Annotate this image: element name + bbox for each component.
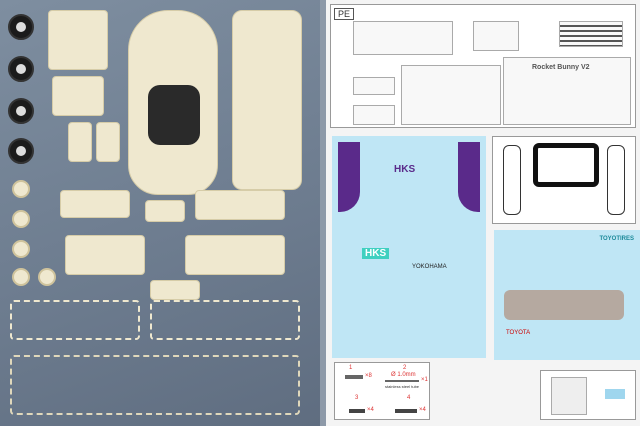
seat-part [48, 10, 108, 70]
hks-logo: HKS [362, 248, 390, 259]
windshield-opening [148, 85, 200, 145]
item-qty: ×4 [367, 407, 374, 413]
fender-part [65, 235, 145, 275]
item-number: 2 [403, 365, 407, 371]
resin-parts-photo [0, 0, 320, 426]
item-qty: ×8 [365, 373, 372, 379]
pe-sheet-panel: PE Rocket Bunny V2 [330, 4, 636, 128]
screw-icon [345, 375, 363, 379]
item-number: 1 [349, 365, 353, 371]
brand-plate: Rocket Bunny V2 [532, 64, 590, 71]
small-parts-row [10, 300, 140, 340]
interior-part [52, 76, 104, 116]
toyotires-logo: TOYOTIRES [599, 236, 634, 242]
bumper-part [195, 190, 285, 220]
main-decal-sheet: HKS HKS YOKOHAMA [332, 136, 486, 358]
pe-label: PE [334, 8, 355, 20]
small-parts-row [150, 300, 300, 340]
side-window-mask [607, 145, 625, 215]
wheel-rim [12, 268, 30, 286]
tube-icon [385, 380, 419, 382]
wheel-rim [12, 240, 30, 258]
yokohama-logo: YOKOHAMA [412, 264, 447, 270]
tube-desc: stainless steel tube [385, 384, 420, 389]
tube-spec: Ø 1.0mm [391, 372, 416, 378]
decal-graphic [458, 142, 480, 212]
decal-graphic [338, 142, 360, 212]
emblem-sheet [551, 377, 587, 415]
seat-part [68, 122, 92, 162]
fender-part [185, 235, 285, 275]
seat-part [96, 122, 120, 162]
toyota-logo: TOYOTA [506, 330, 531, 336]
tire [8, 14, 34, 40]
secondary-decal-sheet: TOYOTIRES TOYOTA [494, 230, 640, 360]
pe-fret [353, 77, 395, 95]
pe-fret [353, 21, 453, 55]
windows-sheet [492, 136, 636, 224]
bumper-part [60, 190, 130, 218]
tire [8, 138, 34, 164]
wheel-rim [38, 268, 56, 286]
kit-contents-sheet: PE Rocket Bunny V2 HKS HKS YOKOHAMA TOYO… [320, 0, 640, 426]
wing-part [150, 280, 200, 300]
pe-fret [559, 21, 623, 47]
pe-fret [353, 105, 395, 125]
decal-graphic [504, 290, 624, 320]
item-number: 4 [407, 395, 411, 401]
wheel-rim [12, 210, 30, 228]
item-number: 3 [355, 395, 359, 401]
hood-part [145, 200, 185, 222]
hardware-panel: 1 ×8 2 Ø 1.0mm ×1 stainless steel tube 3… [334, 362, 430, 420]
chassis-part [232, 10, 302, 190]
pe-fret [401, 65, 501, 125]
emblem-decal [605, 389, 625, 399]
pe-fret [473, 21, 519, 51]
pe-fret: Rocket Bunny V2 [503, 57, 631, 125]
screw-icon [395, 409, 417, 413]
hks-logo: HKS [394, 164, 416, 175]
item-qty: ×4 [419, 407, 426, 413]
emblem-sheet-panel [540, 370, 636, 420]
tire [8, 56, 34, 82]
side-window-mask [503, 145, 521, 215]
screw-icon [349, 409, 365, 413]
windshield-mask [533, 143, 599, 187]
small-parts-row [10, 355, 300, 415]
tire [8, 98, 34, 124]
item-qty: ×1 [421, 377, 428, 383]
wheel-rim [12, 180, 30, 198]
